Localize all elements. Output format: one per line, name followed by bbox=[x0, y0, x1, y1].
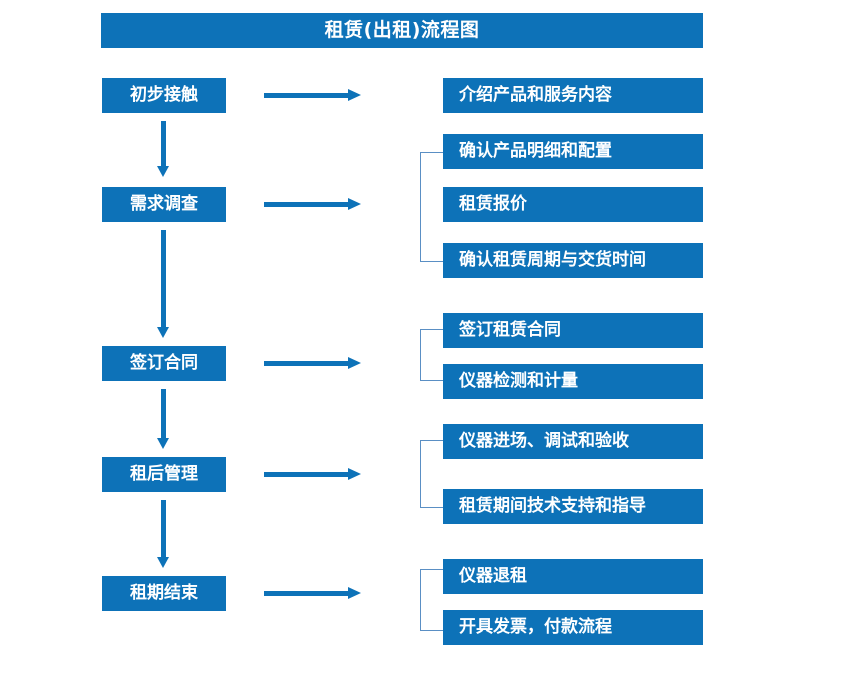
detail-box-7: 仪器进场、调试和验收 bbox=[443, 424, 703, 459]
flowchart-title-bar: 租赁(出租)流程图 bbox=[101, 13, 703, 48]
detail-box-2: 确认产品明细和配置 bbox=[443, 134, 703, 169]
down-arrow-icon-2 bbox=[157, 230, 170, 338]
stage-box-2: 需求调查 bbox=[102, 187, 226, 222]
right-arrow-icon-4 bbox=[264, 468, 361, 481]
detail-label-8: 租赁期间技术支持和指导 bbox=[459, 496, 646, 516]
right-arrow-icon-1 bbox=[264, 89, 361, 102]
detail-box-8: 租赁期间技术支持和指导 bbox=[443, 489, 703, 524]
detail-box-10: 开具发票，付款流程 bbox=[443, 610, 703, 645]
stage-label-5: 租期结束 bbox=[130, 583, 198, 603]
group-bracket-3 bbox=[420, 329, 443, 381]
group-bracket-5 bbox=[420, 569, 443, 631]
stage-label-3: 签订合同 bbox=[130, 353, 198, 373]
stage-box-4: 租后管理 bbox=[102, 457, 226, 492]
group-bracket-2 bbox=[420, 152, 443, 262]
detail-box-3: 租赁报价 bbox=[443, 187, 703, 222]
detail-label-3: 租赁报价 bbox=[459, 194, 527, 214]
down-arrow-icon-4 bbox=[157, 500, 170, 568]
detail-box-5: 签订租赁合同 bbox=[443, 313, 703, 348]
stage-label-4: 租后管理 bbox=[130, 464, 198, 484]
right-arrow-icon-5 bbox=[264, 587, 361, 600]
detail-label-4: 确认租赁周期与交货时间 bbox=[459, 250, 646, 270]
detail-label-10: 开具发票，付款流程 bbox=[459, 617, 612, 637]
page-title: 租赁(出租)流程图 bbox=[324, 19, 480, 41]
stage-label-1: 初步接触 bbox=[130, 85, 198, 105]
detail-label-5: 签订租赁合同 bbox=[459, 320, 561, 340]
detail-label-9: 仪器退租 bbox=[459, 566, 527, 586]
detail-box-1: 介绍产品和服务内容 bbox=[443, 78, 703, 113]
right-arrow-icon-3 bbox=[264, 357, 361, 370]
stage-box-5: 租期结束 bbox=[102, 576, 226, 611]
right-arrow-icon-2 bbox=[264, 198, 361, 211]
detail-label-2: 确认产品明细和配置 bbox=[459, 141, 612, 161]
stage-label-2: 需求调查 bbox=[130, 194, 198, 214]
group-bracket-4 bbox=[420, 440, 443, 508]
down-arrow-icon-1 bbox=[157, 121, 170, 177]
detail-box-6: 仪器检测和计量 bbox=[443, 364, 703, 399]
detail-box-9: 仪器退租 bbox=[443, 559, 703, 594]
down-arrow-icon-3 bbox=[157, 389, 170, 449]
stage-box-3: 签订合同 bbox=[102, 346, 226, 381]
detail-label-7: 仪器进场、调试和验收 bbox=[459, 431, 629, 451]
detail-box-4: 确认租赁周期与交货时间 bbox=[443, 243, 703, 278]
stage-box-1: 初步接触 bbox=[102, 78, 226, 113]
detail-label-6: 仪器检测和计量 bbox=[459, 371, 578, 391]
detail-label-1: 介绍产品和服务内容 bbox=[459, 85, 612, 105]
